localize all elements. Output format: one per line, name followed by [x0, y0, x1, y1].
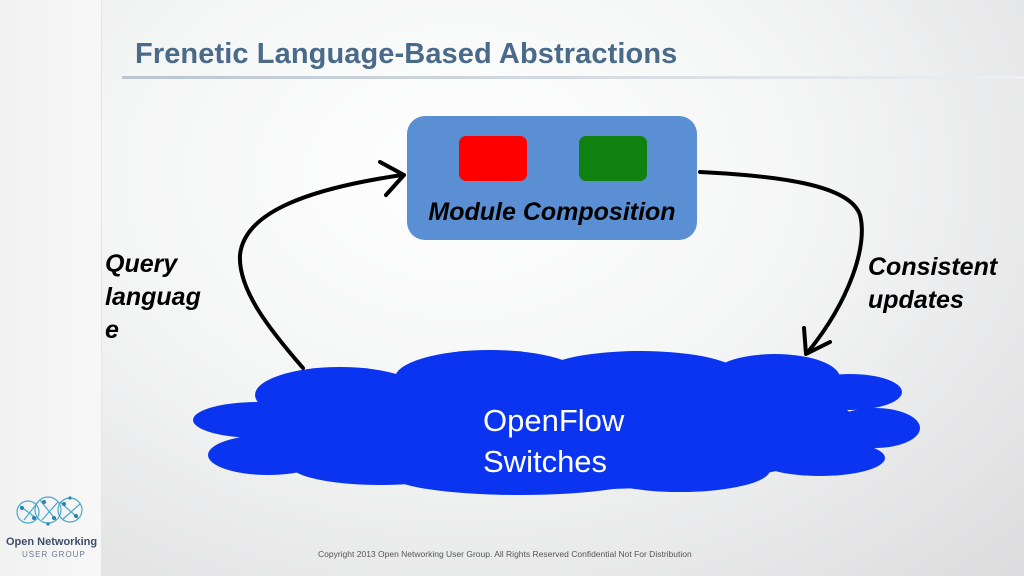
query-arrowhead: [378, 160, 406, 197]
consistent-updates-label: Consistent updates: [868, 251, 997, 317]
query-language-label: Query languag e: [105, 248, 225, 347]
logo-title: Open Networking: [6, 536, 98, 548]
module-composition-label: Module Composition: [428, 198, 676, 226]
network-nodes-logo-icon: [16, 496, 83, 526]
consistent-label-line: Consistent: [868, 253, 998, 281]
cloud-label-line: Switches: [483, 444, 608, 479]
logo-subtitle: USER GROUP: [22, 550, 86, 559]
consistent-label-line: updates: [868, 286, 964, 314]
module-block-green: [579, 136, 647, 181]
copyright-footer: Copyright 2013 Open Networking User Grou…: [318, 549, 692, 559]
query-label-line: e: [105, 316, 119, 344]
query-label-line: Query: [105, 250, 178, 278]
query-arrow: [237, 173, 404, 370]
cloud-label-line: OpenFlow: [483, 403, 625, 438]
openflow-cloud: [193, 350, 920, 495]
module-block-red: [459, 136, 527, 181]
openflow-switches-label: OpenFlow Switches: [483, 400, 624, 482]
consistent-updates-arrow: [698, 170, 864, 354]
slide-title: Frenetic Language-Based Abstractions: [135, 38, 678, 70]
side-strip: [0, 0, 102, 576]
module-composition-box: [407, 116, 697, 240]
consistent-updates-arrowhead: [802, 326, 832, 356]
title-divider: [122, 76, 1024, 79]
query-label-line: languag: [105, 283, 201, 311]
